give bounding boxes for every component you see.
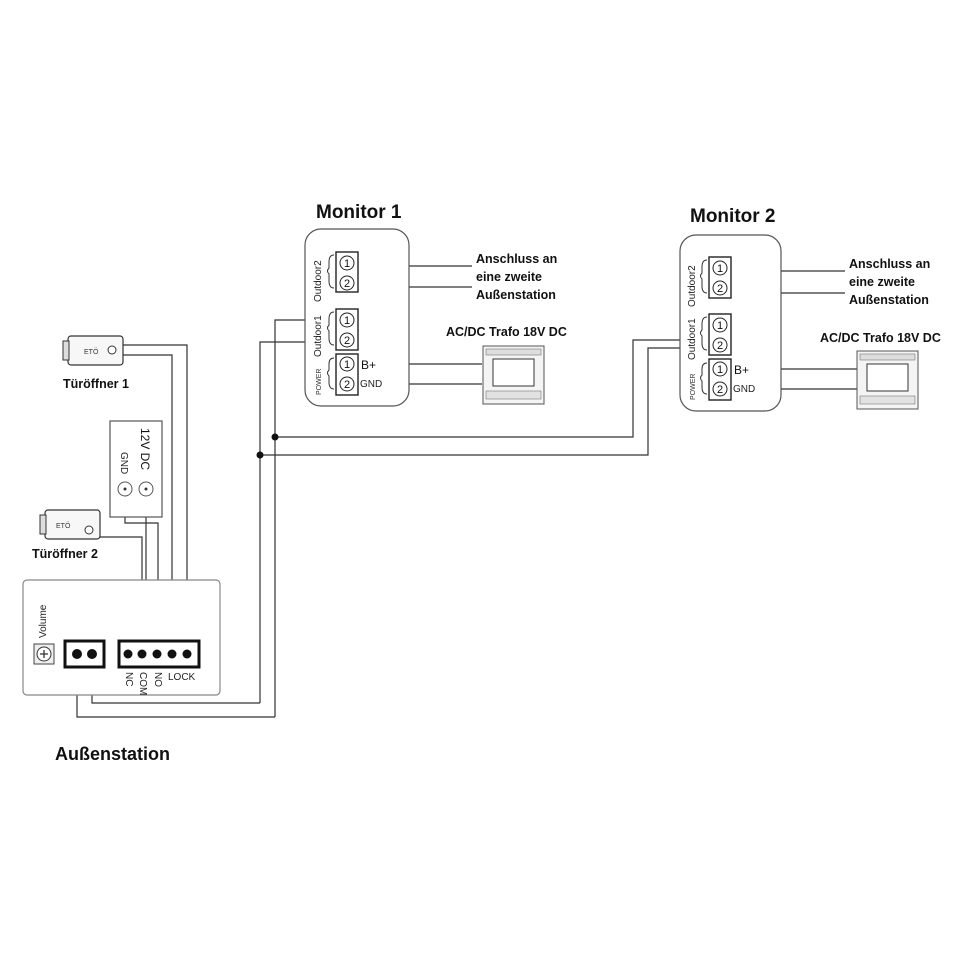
monitor2-psu-label: AC/DC Trafo 18V DC	[820, 331, 941, 345]
door-opener1-label: Türöffner 1	[63, 377, 129, 391]
monitor1-outdoor1-label: Outdoor1	[313, 315, 324, 357]
monitor1-outdoor2-pin2-label: 2	[344, 278, 350, 290]
mon1-wire-a	[274, 319, 308, 717]
door-opener1-tag: ETÖ	[84, 348, 99, 356]
monitor2-outdoor2-pin2	[712, 280, 728, 296]
monitor2-note-line1: Anschluss an	[849, 257, 930, 271]
monitor2: Monitor 2 Outdoor2 1 2 Outdoor1 1 2 POWE…	[679, 206, 941, 412]
outdoor-station-bus-terminal	[63, 639, 106, 669]
monitor1-outdoor2-label: Outdoor2	[313, 260, 324, 302]
junction-dot-lower	[256, 451, 264, 459]
monitor2-outdoor1-pin2-label: 2	[717, 340, 723, 352]
junction-dot-upper	[271, 433, 279, 441]
monitor1-power-pin1-label: 1	[344, 359, 350, 371]
monitor1-outdoor1-brace	[327, 311, 335, 346]
monitor2-outdoor2-label: Outdoor2	[687, 265, 698, 307]
monitor2-outdoor2-pin2-label: 2	[717, 283, 723, 295]
monitor1-power-pin2	[339, 376, 355, 392]
power-supply-12v-voltage: 12V DC	[138, 428, 152, 470]
monitor1-gnd-label: GND	[360, 379, 382, 390]
outdoor-station-title: Außenstation	[55, 744, 170, 764]
outdoor-station-nc-label: NC	[123, 672, 134, 686]
outdoor-station-no-label: NO	[152, 672, 163, 687]
bus-wire-lower	[260, 347, 683, 456]
monitor1-outdoor2-brace	[327, 254, 335, 289]
monitor2-title: Monitor 2	[690, 206, 776, 227]
door-opener2-label: Türöffner 2	[32, 547, 98, 561]
door-opener2: ETÖ Türöffner 2	[32, 509, 101, 561]
monitor2-note-line2: eine zweite	[849, 275, 915, 289]
outdoor-station-lock-label: LOCK	[168, 672, 196, 683]
monitor2-power-pin1	[712, 361, 728, 377]
opener1-wire-a	[122, 344, 188, 648]
outdoor-station-com-label: COM	[137, 672, 148, 695]
volume-knob-icon	[33, 643, 55, 665]
monitor2-outdoor2-brace	[700, 259, 708, 294]
outdoor-station-volume-label: Volume	[38, 604, 49, 638]
opener1-wire-b	[122, 354, 173, 648]
monitor2-outdoor1-pin2	[712, 337, 728, 353]
monitor1-title: Monitor 1	[316, 202, 402, 223]
monitor1-outdoor1-pin2	[339, 332, 355, 348]
monitor1-outdoor2-pin1-label: 1	[344, 258, 350, 270]
monitor1-outdoor2-pin2	[339, 275, 355, 291]
monitor1-note-line1: Anschluss an	[476, 252, 557, 266]
monitor1-power-label: POWER	[316, 369, 323, 395]
monitor1-psu-label: AC/DC Trafo 18V DC	[446, 325, 567, 339]
bus-wire-upper	[275, 339, 683, 438]
door-opener1: ETÖ Türöffner 1	[62, 335, 129, 391]
monitor2-gnd-label: GND	[733, 384, 755, 395]
monitor2-outdoor1-pin1-label: 1	[717, 320, 723, 332]
monitor2-power-brace	[700, 362, 708, 395]
monitor1-outdoor1-pin1-label: 1	[344, 315, 350, 327]
monitor2-outdoor2-pin1	[712, 260, 728, 276]
monitor2-outdoor1-pin1	[712, 317, 728, 333]
power-supply-12v-gnd: GND	[118, 452, 129, 474]
door-opener2-tag: ETÖ	[56, 522, 71, 530]
monitor2-outdoor1-brace	[700, 316, 708, 351]
power-supply-12v-body	[109, 420, 163, 518]
monitor1-psu-unit	[482, 345, 545, 405]
monitor2-bplus-label: B+	[734, 363, 749, 377]
monitor1-outdoor1-pin2-label: 2	[344, 335, 350, 347]
mon1-wire-b	[259, 341, 308, 703]
monitor1-bplus-label: B+	[361, 358, 376, 372]
monitor1-power-pin2-label: 2	[344, 379, 350, 391]
outdoor-station: Volume NC COM NO LOCK Außenstation	[22, 579, 221, 764]
monitor2-power-pin1-label: 1	[717, 364, 723, 376]
monitor1-note-line2: eine zweite	[476, 270, 542, 284]
monitor1-outdoor2-pin1	[339, 255, 355, 271]
monitor1-power-pin1	[339, 356, 355, 372]
monitor1-power-brace	[327, 357, 335, 390]
monitor1-outdoor1-pin1	[339, 312, 355, 328]
monitor2-note-line3: Außenstation	[849, 293, 929, 307]
monitor2-power-label: POWER	[690, 374, 697, 400]
monitor2-outdoor2-pin1-label: 1	[717, 263, 723, 275]
monitor1: Monitor 1 Outdoor2 1 2 Outdoor1 1 2 POWE…	[304, 202, 567, 407]
door-opener2-body	[44, 509, 101, 540]
monitor2-power-pin2-label: 2	[717, 384, 723, 396]
monitor2-psu-unit	[856, 350, 919, 410]
monitor2-outdoor1-label: Outdoor1	[687, 318, 698, 360]
monitor1-note-line3: Außenstation	[476, 288, 556, 302]
monitor2-power-pin2	[712, 381, 728, 397]
power-supply-12v: 12V DC GND	[109, 420, 163, 518]
